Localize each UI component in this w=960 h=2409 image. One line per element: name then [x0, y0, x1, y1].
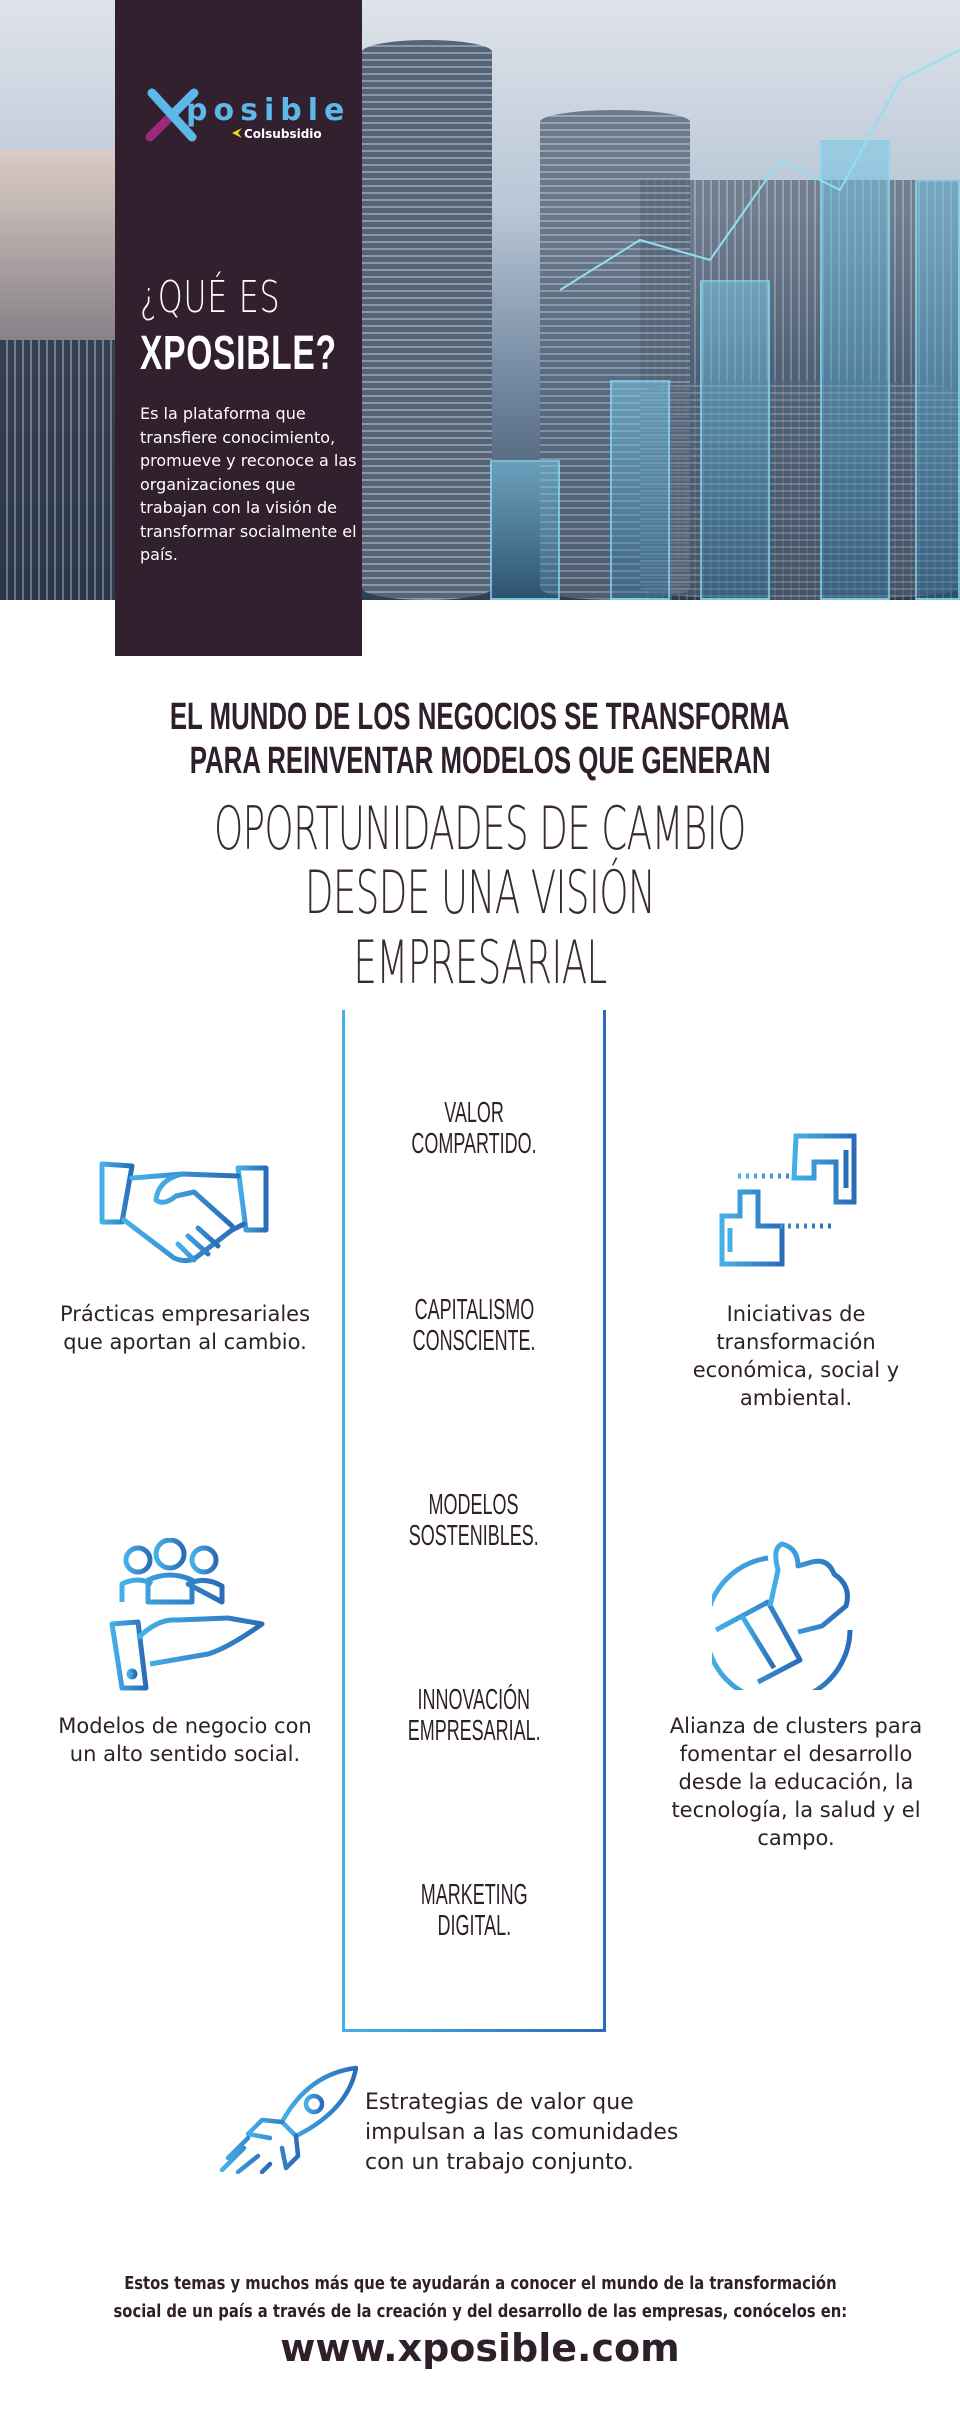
- title-line-1: ¿QUÉ ES: [140, 272, 281, 323]
- headline-bold-2: PARA REINVENTAR MODELOS QUE GENERAN: [189, 740, 771, 782]
- partner-name: Colsubsidio: [232, 127, 322, 141]
- chart-bar: [700, 280, 770, 600]
- trend-line: [560, 49, 960, 291]
- coin-stack: [640, 380, 960, 600]
- x-logo-icon: [145, 88, 199, 142]
- brand-name: posible: [186, 93, 351, 128]
- headline-light-2: DESDE UNA VISIÓN EMPRESARIAL: [304, 858, 656, 998]
- coin-stack: [362, 40, 492, 600]
- people-in-hand-icon: [109, 1538, 265, 1691]
- framing-hands-icon: [719, 1133, 857, 1267]
- thumbs-up-icon: [712, 1541, 853, 1690]
- title-line-2: XPOSIBLE?: [140, 327, 337, 380]
- chart-bar: [915, 180, 960, 600]
- rocket-icon: [219, 2065, 358, 2174]
- intro-description: Es la plataforma que transfiere conocimi…: [140, 404, 357, 564]
- chart-bar: [820, 140, 890, 600]
- feature-text: Modelos de negocio con un alto sentido s…: [58, 1714, 312, 1766]
- intro-panel: posible Colsubsidio ¿QUÉ ES XPOSIBLE? Es…: [115, 0, 362, 656]
- feature-text: Estrategias de valor que impulsan a las …: [365, 2090, 679, 2175]
- footer-line-1: Estos temas y muchos más que te ayudarán…: [123, 2273, 837, 2294]
- website-link[interactable]: www.xposible.com: [280, 2326, 680, 2370]
- feature-text: Prácticas empresariales que aportan al c…: [59, 1302, 311, 1354]
- feature-text: Alianza de clusters para fomentar el des…: [669, 1714, 923, 1850]
- handshake-icon: [99, 1161, 269, 1264]
- chart-bar: [610, 380, 670, 600]
- city-buildings: [0, 340, 120, 600]
- xposible-logo: posible Colsubsidio: [142, 85, 344, 145]
- topics-frame: [342, 1010, 606, 2032]
- chart-bar: [490, 460, 560, 600]
- footer-line-2: social de un país a través de la creació…: [113, 2301, 847, 2322]
- feature-text: Iniciativas de transformación económica,…: [692, 1302, 900, 1410]
- headline-bold-1: EL MUNDO DE LOS NEGOCIOS SE TRANSFORMA: [170, 696, 790, 738]
- headline-light-1: OPORTUNIDADES DE CAMBIO: [214, 794, 746, 864]
